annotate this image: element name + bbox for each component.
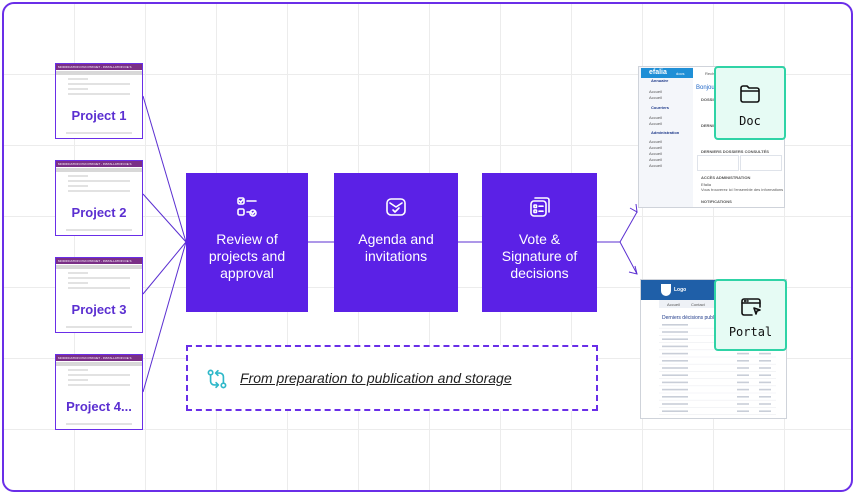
doc-sidebar bbox=[639, 67, 693, 207]
portal-table-row bbox=[659, 388, 776, 394]
doc-chip: Doc bbox=[714, 66, 786, 140]
banner-text: From preparation to publication and stor… bbox=[240, 370, 512, 386]
doc-sub-item: Accueil bbox=[649, 157, 662, 162]
stage-agenda: Agenda and invitations bbox=[334, 173, 458, 312]
portal-table-row bbox=[659, 396, 776, 401]
portal-table-row bbox=[659, 410, 776, 415]
doc-logo-bar bbox=[641, 68, 693, 78]
connector-project-3 bbox=[142, 241, 187, 295]
portal-table-row bbox=[659, 374, 776, 379]
portal-tab[interactable]: Accueil bbox=[667, 302, 680, 307]
portal-logo-text: Logo bbox=[674, 287, 687, 293]
doc-sub-item: Accueil bbox=[649, 95, 662, 100]
checklist-icon bbox=[237, 197, 257, 217]
doc-menu-item: Courriers bbox=[651, 105, 670, 110]
stage-label: Vote & Signature of decisions bbox=[501, 231, 578, 281]
project-card-4: MODIFICATION D'UN PROJET - INSTALLATION … bbox=[55, 354, 143, 430]
portal-chip-label: Portal bbox=[728, 325, 773, 339]
doc-app-suffix: docs bbox=[676, 71, 685, 76]
stage-label: Review of projects and approval bbox=[208, 231, 286, 281]
doc-section: DOSSIER bbox=[701, 97, 720, 102]
doc-sub-item: Accueil bbox=[649, 163, 662, 168]
stage-review: Review of projects and approval bbox=[186, 173, 308, 312]
shield-icon bbox=[661, 284, 671, 296]
project-label: Project 4... bbox=[56, 399, 142, 414]
arrow-head-doc bbox=[629, 203, 638, 213]
doc-menu-item: Annuaire bbox=[651, 78, 669, 83]
portal-table-row bbox=[659, 403, 776, 408]
doc-chip-label: Doc bbox=[739, 114, 761, 128]
cursor-window-icon bbox=[740, 298, 761, 316]
doc-sub-item: Accueil bbox=[649, 89, 662, 94]
doc-admin-title: Efalia bbox=[701, 182, 712, 187]
project-header: MODIFICATION D'UN PROJET - INSTALLATION … bbox=[56, 258, 142, 264]
doc-app-name: efalia bbox=[649, 69, 667, 76]
portal-table bbox=[659, 324, 776, 415]
doc-greeting: Bonjour bbox=[696, 85, 717, 91]
folder-icon bbox=[740, 85, 760, 103]
connector-to-portal bbox=[597, 241, 638, 275]
doc-search-hint: Rech bbox=[705, 71, 715, 76]
project-header: MODIFICATION D'UN PROJET - INSTALLATION … bbox=[56, 64, 142, 70]
doc-menu-item: Administration bbox=[651, 130, 680, 135]
portal-chip: Portal bbox=[714, 279, 787, 351]
doc-sub-item: Accueil bbox=[649, 115, 662, 120]
doc-admin-text: Vous trouverez ici l'ensemble des inform… bbox=[701, 187, 784, 192]
arrow-head-portal bbox=[628, 265, 638, 275]
stage-label: Agenda and invitations bbox=[358, 231, 434, 264]
process-banner: From preparation to publication and stor… bbox=[186, 345, 598, 411]
doc-section: DERNIERS DOSSIERS CONSULTÉS bbox=[701, 149, 769, 154]
project-card-1: MODIFICATION D'UN PROJET - INSTALLATION … bbox=[55, 63, 143, 139]
portal-table-row bbox=[659, 352, 776, 358]
doc-sub-item: Accueil bbox=[649, 121, 662, 126]
mail-check-icon bbox=[386, 198, 406, 216]
doc-sub-item: Accueil bbox=[649, 145, 662, 150]
project-label: Project 3 bbox=[56, 302, 142, 317]
stage-vote: Vote & Signature of decisions bbox=[482, 173, 597, 312]
portal-title: Derniers décisions publiées bbox=[662, 315, 724, 321]
connector-project-2 bbox=[142, 193, 187, 243]
doc-section: ACCÈS ADMINISTRATION bbox=[701, 175, 751, 180]
portal-tab[interactable]: Contact bbox=[691, 302, 705, 307]
doc-sub-item: Accueil bbox=[649, 151, 662, 156]
connector-project-4 bbox=[142, 241, 187, 393]
git-compare-icon bbox=[207, 369, 227, 389]
project-card-2: MODIFICATION D'UN PROJET - INSTALLATION … bbox=[55, 160, 143, 236]
connector-to-doc bbox=[597, 211, 638, 243]
portal-table-row bbox=[659, 367, 776, 372]
signed-document-icon bbox=[529, 197, 550, 217]
project-card-3: MODIFICATION D'UN PROJET - INSTALLATION … bbox=[55, 257, 143, 333]
doc-sub-item: Accueil bbox=[649, 139, 662, 144]
doc-section: DERNIER bbox=[701, 123, 720, 128]
connector-project-1 bbox=[142, 95, 187, 243]
project-label: Project 1 bbox=[56, 108, 142, 123]
project-header: MODIFICATION D'UN PROJET - INSTALLATION … bbox=[56, 355, 142, 361]
doc-section: NOTIFICATIONS bbox=[701, 199, 732, 204]
project-header: MODIFICATION D'UN PROJET - INSTALLATION … bbox=[56, 161, 142, 167]
portal-table-row bbox=[659, 360, 776, 365]
portal-table-row bbox=[659, 381, 776, 387]
project-label: Project 2 bbox=[56, 205, 142, 220]
